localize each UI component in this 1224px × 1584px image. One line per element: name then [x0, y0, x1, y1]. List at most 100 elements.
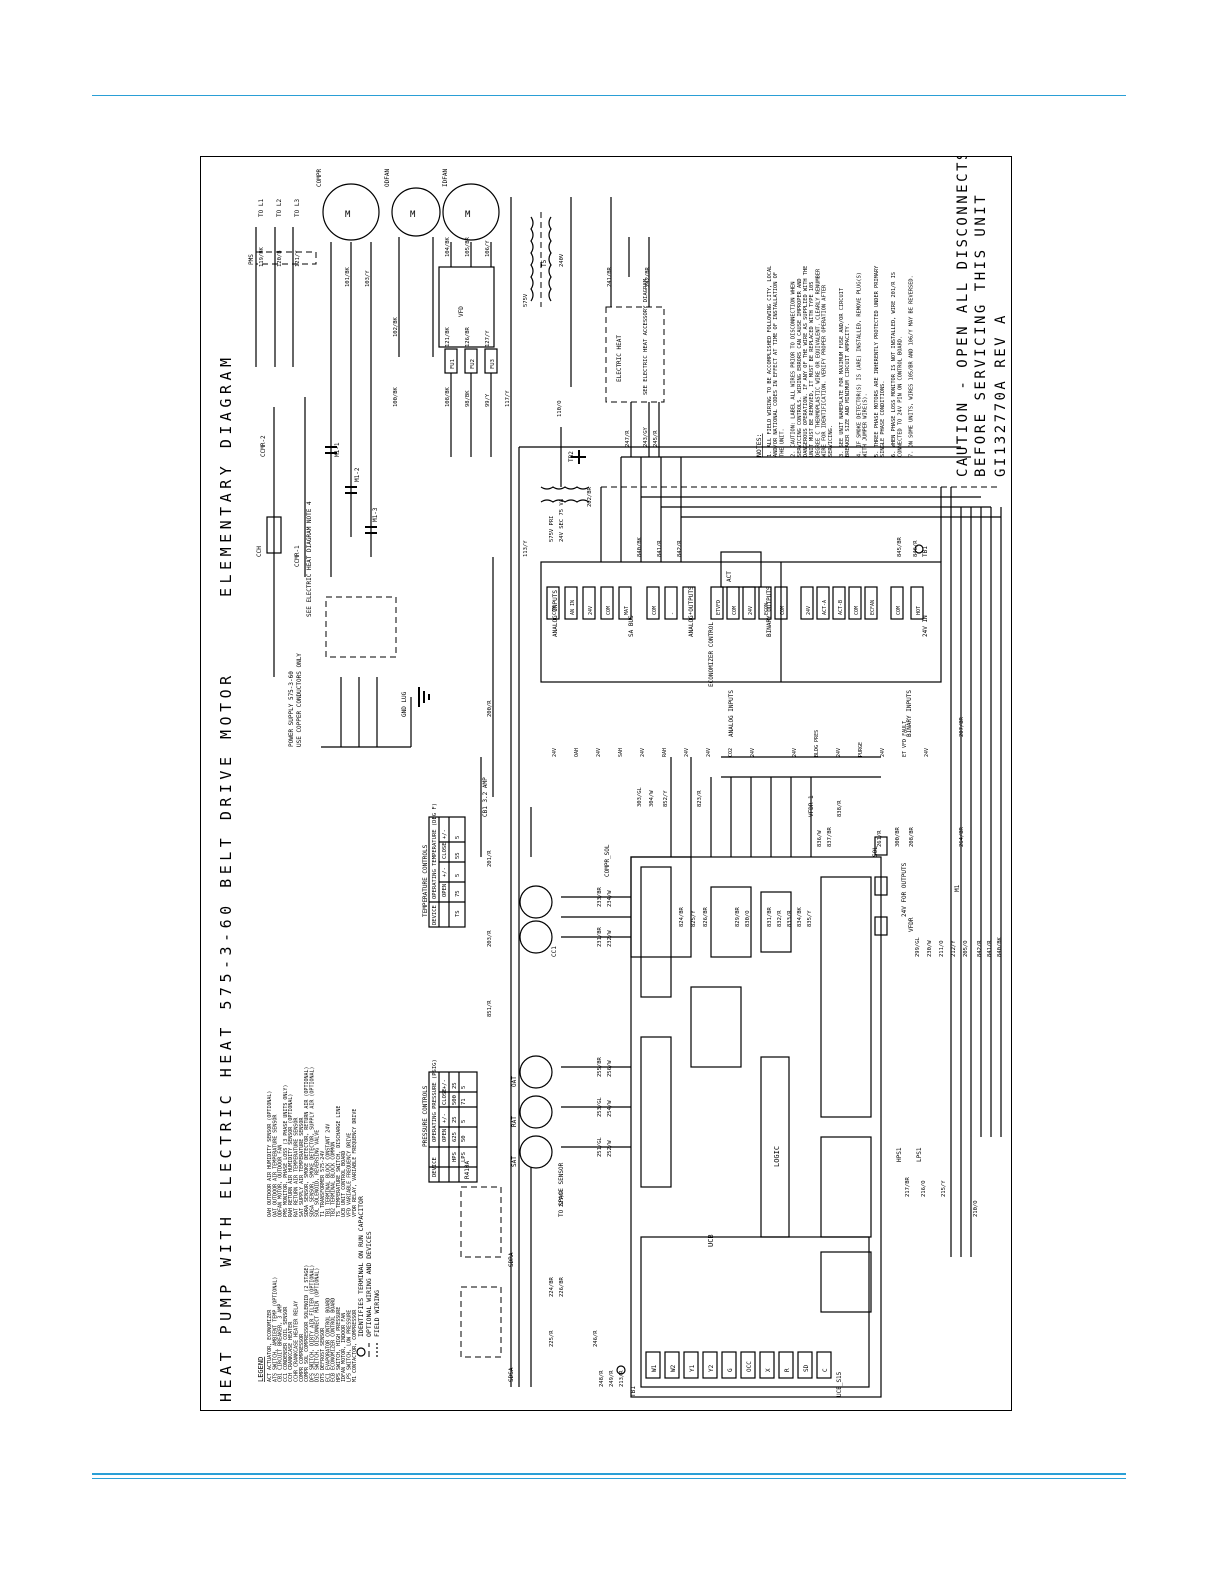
wire-251-label: 251/GL: [597, 1136, 603, 1157]
econ-terminal: [890, 586, 904, 620]
economizer-control-title: ECONOMIZER CONTROL: [708, 622, 715, 687]
legend-entry: COMPR COMPRESSOR: [299, 1333, 305, 1382]
wire-261-label: 261/R: [877, 830, 883, 847]
notes-block: NOTES: 1. ALL FIELD WIRING TO BE ACCOMPL…: [755, 265, 915, 457]
wire-254-label: 254/W: [607, 1100, 613, 1117]
copper-conductors-label: USE COPPER CONDUCTORS ONLY: [296, 653, 303, 747]
notes-heading: NOTES:: [755, 434, 763, 457]
sol-coil-icon: [874, 836, 888, 856]
legend-entry: RAT RETURN AIR TEMPERATURE SENSOR: [294, 1117, 300, 1217]
legend-symbol-optional: OPTIONAL WIRING AND DEVICES: [365, 1231, 373, 1337]
pressure-table-title: PRESSURE CONTROLS: [422, 1085, 429, 1147]
pressure-row-lps-pm2: 5: [461, 1086, 467, 1089]
electric-heat-label: ELECTRIC HEAT: [616, 335, 623, 382]
wire-303-label: 303/GL: [637, 786, 643, 807]
econ-terminal-label: OAH: [574, 748, 580, 757]
ucb-sensor-connector: [640, 1036, 672, 1188]
econ-terminal: [682, 586, 696, 620]
m1-coil-label: M1: [954, 884, 961, 892]
ucb-24v-outputs-label: 24V FOR OUTPUTS: [901, 862, 908, 917]
note-line: 1. ALL FIELD WIRING TO BE ACCOMPLISHED F…: [767, 266, 773, 457]
legend-entry: IDFAN MOTOR, INDOOR FAN: [341, 1313, 347, 1382]
econ-terminal-label: COM: [652, 606, 658, 615]
smoke-detector-section: SDSA SDRA 224/BR 225/R 226/BR 227/R 248/…: [460, 1186, 637, 1397]
econ-terminal-label: ECFAN: [870, 600, 876, 615]
electric-heat-block: ELECTRIC HEAT SEE ELECTRIC HEAT ACCESSOR…: [605, 197, 665, 457]
wire-826-label: 826/BR: [703, 906, 709, 927]
econ-terminal-label: 24V: [706, 748, 712, 757]
ucb-terminal-label: R: [784, 1368, 791, 1372]
compressor-motor-icon: [322, 183, 380, 241]
legend-entry: LPS SWITCH, LOW PRESSURE: [347, 1310, 353, 1382]
econ-terminal: [646, 586, 660, 620]
to-l3-label: TO L3: [294, 199, 301, 217]
econ-terminal-label: SAH: [618, 748, 624, 757]
wire-215-label: 215/Y: [941, 1180, 947, 1197]
wire-106-label: 106/Y: [485, 240, 491, 257]
temp-row-ts-pm1: 5: [455, 874, 461, 877]
ucb-terminal: [797, 1351, 813, 1379]
wire-840-label: 840/BK: [637, 536, 643, 557]
note-line: CONNECTED TO 24V PIN ON CONTROL BOARD.: [897, 336, 903, 457]
wire-210-label: 210/O: [973, 1200, 979, 1217]
note-line: THE UNIT.: [779, 428, 785, 457]
econ-terminal-label: COM: [780, 606, 786, 615]
ucb-terminal-label: W2: [670, 1364, 677, 1372]
m1-3-label: M1-3: [372, 507, 379, 522]
wire-203-label: 203/R: [487, 930, 493, 947]
econ-terminal-label: ECON: [764, 603, 770, 615]
ucb-vfd-connector: [760, 891, 792, 953]
legend-entry: CB1 CIRCUIT BREAKER, 3 AMP: [278, 1304, 284, 1382]
econ-terminal-label: -: [670, 612, 676, 615]
to-l1-label: TO L1: [258, 199, 265, 217]
legend-entry: COMPR_SOL COMPRESSOR SOLENOID (2 STAGE): [304, 1265, 310, 1382]
legend-entry: VFD VARIABLE FREQUENCY DRIVE: [347, 1133, 353, 1217]
note-line: SERVICING CONTROLS. WIRING ERRORS CAN CA…: [797, 278, 803, 457]
electric-heat-accessory-label: SEE ELECTRIC HEAT ACCESSORY DIAGRAM: [643, 278, 649, 395]
temp-row-ts-open: 75: [455, 890, 461, 897]
wire-104-label: 104/BK: [445, 236, 451, 257]
wire-835-label: 835/Y: [807, 910, 813, 927]
wire-99-label: 99/Y: [485, 393, 491, 407]
legend-column-2: OAH OUTDOOR AIR HUMIDITY SENSOR (OPTIONA…: [267, 1066, 358, 1217]
legend-heading: LEGEND: [257, 1357, 265, 1382]
legend-entry: SOL SOLENOID, REVERSING VALVE: [315, 1130, 321, 1217]
ucb-terminal-label: G: [727, 1368, 734, 1372]
econ-terminal: [774, 586, 788, 620]
to-space-sensor-label: TO SPACE SENSOR: [558, 1162, 565, 1217]
ccmr1-label: CCMR-1: [294, 545, 301, 567]
econ-analog-outputs: ANALOG OUTPUTS: [688, 586, 695, 637]
econ-terminal-label: +: [688, 612, 694, 615]
vfd-label: VFD: [458, 306, 465, 317]
temp-row-ts-pm2: 5: [455, 836, 461, 839]
ucb-label: UCB: [707, 1234, 715, 1247]
ucb-cc-connector: [640, 866, 672, 998]
wire-113-label: 113/Y: [523, 540, 529, 557]
wire-225-label: 225/R: [549, 1330, 555, 1347]
note-line: DEGREE C THERMOPLASTIC WIRE OR EQUIVALEN…: [815, 268, 821, 457]
t1-transformer: 575V PRI 24V SEC 75 VA TB2 202/BR 113/Y …: [487, 427, 593, 797]
ucb-rah-connector: [630, 856, 692, 958]
wire-208-label: 208/BR: [909, 826, 915, 847]
pressure-row-lps-close: 71: [461, 1098, 467, 1105]
wire-249-label: 249/R: [609, 1370, 615, 1387]
econ-terminal-label: 24V: [748, 606, 754, 615]
legend-entry: DTS DEFROST SENSOR: [320, 1327, 326, 1382]
note-line: SERVICING.: [828, 425, 834, 457]
cc1-sensor-b-icon: [519, 920, 553, 954]
econ-terminal-label: RAH: [662, 748, 668, 757]
wire-126-label: 126/BR: [465, 326, 471, 347]
ucb-terminal-label: C: [822, 1368, 829, 1372]
wire-101-label: 101/BK: [345, 266, 351, 287]
ucb-terminal: [683, 1351, 699, 1379]
wire-300-label: 300/BR: [895, 826, 901, 847]
wire-207-label: 207/BR: [959, 716, 965, 737]
cc1-sensor-a-icon: [519, 885, 553, 919]
legend-entry: ACT ACTUATOR, ECONOMIZER: [267, 1309, 273, 1382]
econ-terminal-label: CO2: [728, 748, 734, 757]
wire-247-label: 247/R: [625, 430, 631, 447]
econ-terminal: [864, 586, 878, 620]
relay-stack: M1 SOL VFDR VFDR-1 COMPR_SOL CB1 3.2 AMP: [480, 757, 961, 936]
pressure-row-hps-device: HPS: [452, 1152, 458, 1162]
